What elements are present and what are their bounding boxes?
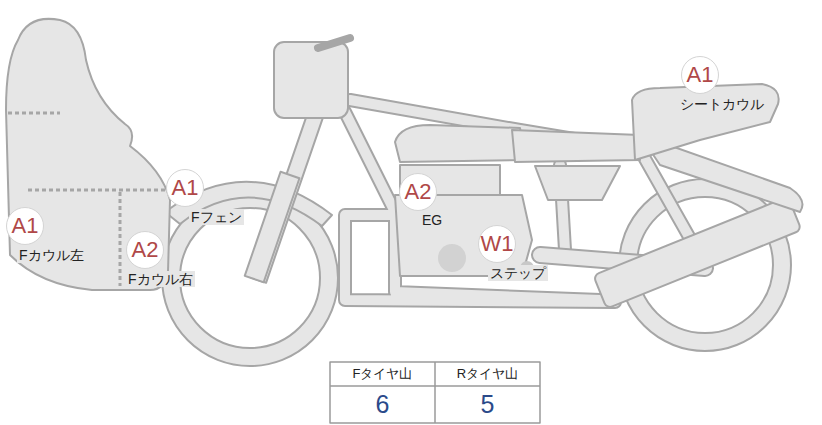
part-name: EG xyxy=(420,212,444,228)
part-name: ステップ xyxy=(488,265,548,281)
tank xyxy=(395,125,525,162)
table-header: Rタイヤ山 xyxy=(436,363,539,385)
callout-marker: A2EG xyxy=(399,173,437,211)
table-value: 6 xyxy=(331,387,434,422)
callout-marker: A1Fフェン xyxy=(166,169,204,207)
callout-code: W1 xyxy=(481,233,514,255)
headlight-panel xyxy=(274,42,348,118)
callout-circle: W1 xyxy=(478,225,516,263)
callout-circle: A1 xyxy=(6,207,44,245)
callout-circle: A2 xyxy=(126,231,164,269)
front-cowl xyxy=(6,19,170,290)
fork-leg xyxy=(245,172,300,283)
callout-marker: A2Fカウル右 xyxy=(126,231,164,269)
muffler xyxy=(593,197,801,309)
part-name: シートカウル xyxy=(678,96,766,112)
side-cover xyxy=(535,166,620,200)
callout-circle: A1 xyxy=(166,169,204,207)
callout-marker: A1Fカウル左 xyxy=(6,207,44,245)
handlebar xyxy=(318,38,350,48)
callout-marker: A1シートカウル xyxy=(681,56,719,94)
callout-marker: W1ステップ xyxy=(478,225,516,263)
table-value: 5 xyxy=(436,387,539,422)
seat-cowl xyxy=(632,84,779,160)
engine-cover xyxy=(438,244,466,272)
callout-code: A2 xyxy=(132,239,159,261)
cowl-split-lines xyxy=(8,113,165,286)
callout-code: A1 xyxy=(687,64,714,86)
callout-code: A1 xyxy=(172,177,199,199)
callout-code: A1 xyxy=(12,215,39,237)
part-name: Fフェン xyxy=(189,209,244,225)
callout-circle: A1 xyxy=(681,56,719,94)
tread-table-grid xyxy=(330,362,540,423)
callout-code: A2 xyxy=(405,181,432,203)
part-name: Fカウル右 xyxy=(126,271,195,287)
callout-circle: A2 xyxy=(399,173,437,211)
table-header: Fタイヤ山 xyxy=(331,363,434,385)
part-name: Fカウル左 xyxy=(17,247,86,263)
seat xyxy=(512,130,640,162)
